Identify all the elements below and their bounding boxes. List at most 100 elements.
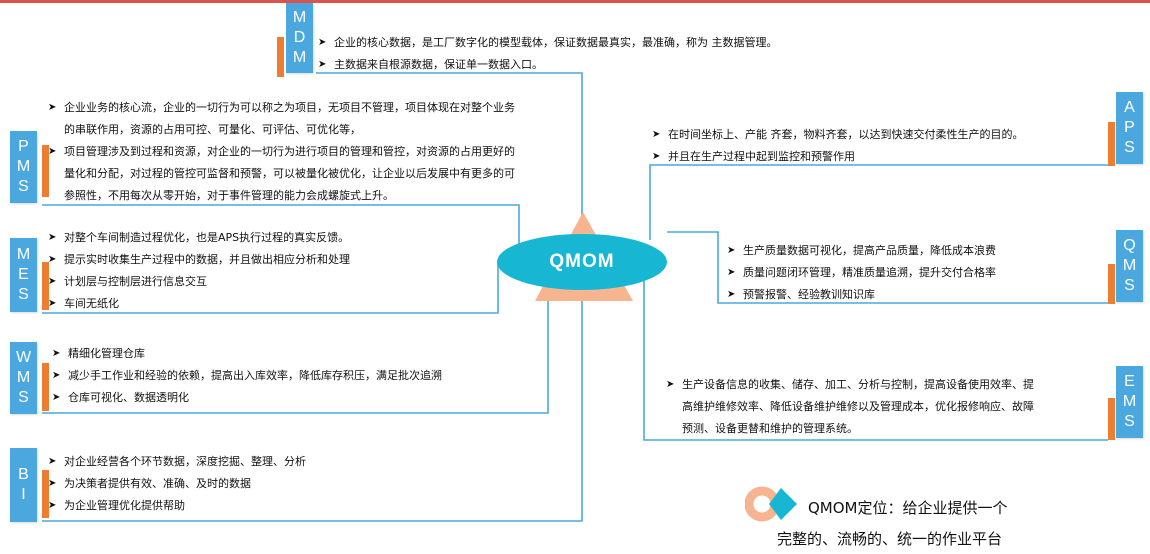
mdm-tab: M D M — [286, 3, 313, 73]
wms-description: ➤ 精细化管理仓库 ➤ 减少手工作业和经验的依赖，提高出入库效率，降低库存积压，满足… — [52, 343, 552, 409]
list-item: ➤ 对整个车间制造过程优化，也是APS执行过程的真实反馈。 — [48, 227, 498, 249]
wms-connector — [42, 288, 549, 414]
bi-accent — [42, 470, 49, 518]
list-item: ➤ 生产设备信息的收集、储存、加工、分析与控制，提高设备使用效率、提高维护维修效… — [666, 374, 1106, 440]
qmom-logo-icon — [745, 486, 797, 522]
list-item: ➤仓库可视化、数据透明化 — [52, 387, 552, 409]
arrow-bullet-icon: ➤ — [727, 267, 736, 278]
qms-accent — [1108, 264, 1115, 304]
bi-connector — [42, 294, 583, 522]
arrow-bullet-icon: ➤ — [727, 245, 736, 256]
tab-letter: Q — [1123, 237, 1136, 254]
top-divider — [0, 0, 1150, 3]
qmom-center-node: QMOM — [497, 234, 667, 290]
tab-letter: E — [1124, 373, 1135, 390]
item-text: 生产质量数据可视化，提高产品质量，降低成本浪费 — [743, 244, 996, 257]
item-text: 为企业管理优化提供帮助 — [64, 499, 185, 512]
tab-letter: P — [1124, 119, 1135, 136]
item-text: 车间无纸化 — [64, 297, 119, 310]
list-item: ➤ 在时间坐标上、产能 齐套，物料齐套，以达到快速交付柔性生产的目的。 — [652, 124, 1102, 146]
arrow-bullet-icon: ➤ — [727, 289, 736, 300]
arrow-bullet-icon: ➤ — [48, 276, 57, 287]
arrow-bullet-icon: ➤ — [666, 379, 675, 390]
pms-tab: P M S — [10, 131, 37, 203]
arrow-bullet-icon: ➤ — [48, 102, 57, 113]
arrow-bullet-icon: ➤ — [48, 298, 57, 309]
list-item: ➤ 企业业务的核心流，企业的一切行为可以称之为项目，无项目不管理，项目体现在对整… — [48, 97, 578, 141]
tab-letter: E — [18, 266, 29, 283]
list-item: ➤ 减少手工作业和经验的依赖，提高出入库效率，降低库存积压，满足批次追溯 — [52, 365, 552, 387]
mdm-accent — [277, 37, 284, 77]
tab-letter: M — [292, 49, 307, 66]
aps-accent — [1108, 122, 1115, 166]
positioning-line-1: QMOM定位：给企业提供一个 — [808, 499, 1008, 517]
list-item: ➤ 主数据来自根源数据，保证单一数据入口。 — [318, 54, 858, 76]
wms-accent — [42, 363, 49, 411]
list-item: ➤计划层与控制层进行信息交互 — [48, 271, 498, 293]
tab-letter: S — [1124, 277, 1135, 294]
list-item: ➤ 车间无纸化 — [48, 293, 498, 315]
tab-letter: S — [18, 389, 29, 406]
item-text: 项目管理涉及到过程和资源，对企业的一切行为进行项目的管理和管控，对资源的占用更好… — [64, 145, 515, 158]
tab-letter: S — [18, 178, 29, 195]
list-item: ➤ 企业的核心数据，是工厂数字化的模型载体，保证数据最真实，最准确，称为 主数据管… — [318, 32, 858, 54]
arrow-bullet-icon: ➤ — [48, 456, 57, 467]
list-item: ➤ 质量问题闭环管理，精准质量追溯，提升交付合格率 — [727, 262, 1107, 284]
arrow-bullet-icon: ➤ — [52, 348, 61, 359]
arrow-bullet-icon: ➤ — [48, 254, 57, 265]
aps-tab: A P S — [1116, 92, 1143, 164]
list-item: ➤ 项目管理涉及到过程和资源，对企业的一切行为进行项目的管理和管控，对资源的占用… — [48, 141, 578, 207]
ems-connector — [643, 280, 1108, 441]
item-text: 对整个车间制造过程优化，也是APS执行过程的真实反馈。 — [64, 231, 350, 244]
mdm-description: ➤ 企业的核心数据，是工厂数字化的模型载体，保证数据最真实，最准确，称为 主数据管… — [318, 32, 858, 76]
tab-letter: S — [1124, 139, 1135, 156]
qmom-center-label: QMOM — [549, 251, 615, 272]
arrow-bullet-icon: ➤ — [652, 129, 661, 140]
tab-letter: M — [292, 9, 307, 26]
list-item: ➤ 对企业经营各个环节数据，深度挖掘、整理、分析 — [48, 451, 548, 473]
item-text: 提示实时收集生产过程中的数据，并且做出相应分析和处理 — [64, 253, 350, 266]
pms-description: ➤ 企业业务的核心流，企业的一切行为可以称之为项目，无项目不管理，项目体现在对整… — [48, 97, 578, 207]
mdm-connector — [316, 72, 583, 226]
pms-accent — [42, 145, 49, 197]
tab-letter: M — [1122, 257, 1137, 274]
list-item: ➤为决策者提供有效、准确、及时的数据 — [48, 473, 548, 495]
tab-letter: M — [1122, 393, 1137, 410]
item-text: 高维护维修效率、降低设备维护维修以及管理成本，优化报修响应、故障 — [682, 400, 1034, 413]
item-text: 在时间坐标上、产能 齐套，物料齐套，以达到快速交付柔性生产的目的。 — [668, 128, 1024, 141]
item-text: 仓库可视化、数据透明化 — [68, 391, 189, 404]
bi-tab: B I — [10, 448, 37, 522]
item-text: 减少手工作业和经验的依赖，提高出入库效率，降低库存积压，满足批次追溯 — [68, 369, 442, 382]
item-text: 企业的核心数据，是工厂数字化的模型载体，保证数据最真实，最准确，称为 主数据管理… — [334, 36, 778, 49]
item-text: 主数据来自根源数据，保证单一数据入口。 — [334, 58, 543, 71]
item-text: 预警报警、经验教训知识库 — [743, 288, 875, 301]
pms-connector — [42, 204, 520, 248]
ems-tab: E M S — [1116, 366, 1143, 438]
item-text: 质量问题闭环管理，精准质量追溯，提升交付合格率 — [743, 266, 996, 279]
list-item: ➤ 生产质量数据可视化，提高产品质量，降低成本浪费 — [727, 240, 1107, 262]
list-item: ➤ 并且在生产过程中起到监控和预警作用 — [652, 146, 1102, 168]
arrow-bullet-icon: ➤ — [652, 151, 661, 162]
arrow-bullet-icon: ➤ — [48, 478, 57, 489]
arrow-bullet-icon: ➤ — [48, 232, 57, 243]
item-text: 量化和分配，对过程的管控可监督和预警，可以被量化被优化，让企业以后发展中有更多的… — [64, 167, 515, 180]
aps-connector — [649, 164, 1108, 240]
arrow-bullet-icon: ➤ — [318, 37, 327, 48]
item-text: 对企业经营各个环节数据，深度挖掘、整理、分析 — [64, 455, 306, 468]
tab-letter: M — [16, 158, 31, 175]
tab-letter: P — [18, 138, 29, 155]
item-text: 精细化管理仓库 — [68, 347, 145, 360]
tab-letter: B — [18, 466, 29, 483]
item-text: 预测、设备更替和维护的管理系统。 — [682, 422, 858, 435]
tab-letter: S — [1124, 413, 1135, 430]
item-text: 并且在生产过程中起到监控和预警作用 — [668, 150, 855, 163]
tab-letter: A — [1124, 99, 1135, 116]
ems-accent — [1108, 398, 1115, 440]
qms-connector — [667, 231, 1108, 304]
list-item: ➤ 精细化管理仓库 — [52, 343, 552, 365]
mes-tab: M E S — [10, 238, 37, 312]
arrow-bullet-icon: ➤ — [52, 370, 61, 381]
mes-description: ➤ 对整个车间制造过程优化，也是APS执行过程的真实反馈。 ➤ 提示实时收集生产过程… — [48, 227, 498, 315]
aps-description: ➤ 在时间坐标上、产能 齐套，物料齐套，以达到快速交付柔性生产的目的。 ➤ 并且在生… — [652, 124, 1102, 168]
arrow-bullet-icon: ➤ — [318, 59, 327, 70]
